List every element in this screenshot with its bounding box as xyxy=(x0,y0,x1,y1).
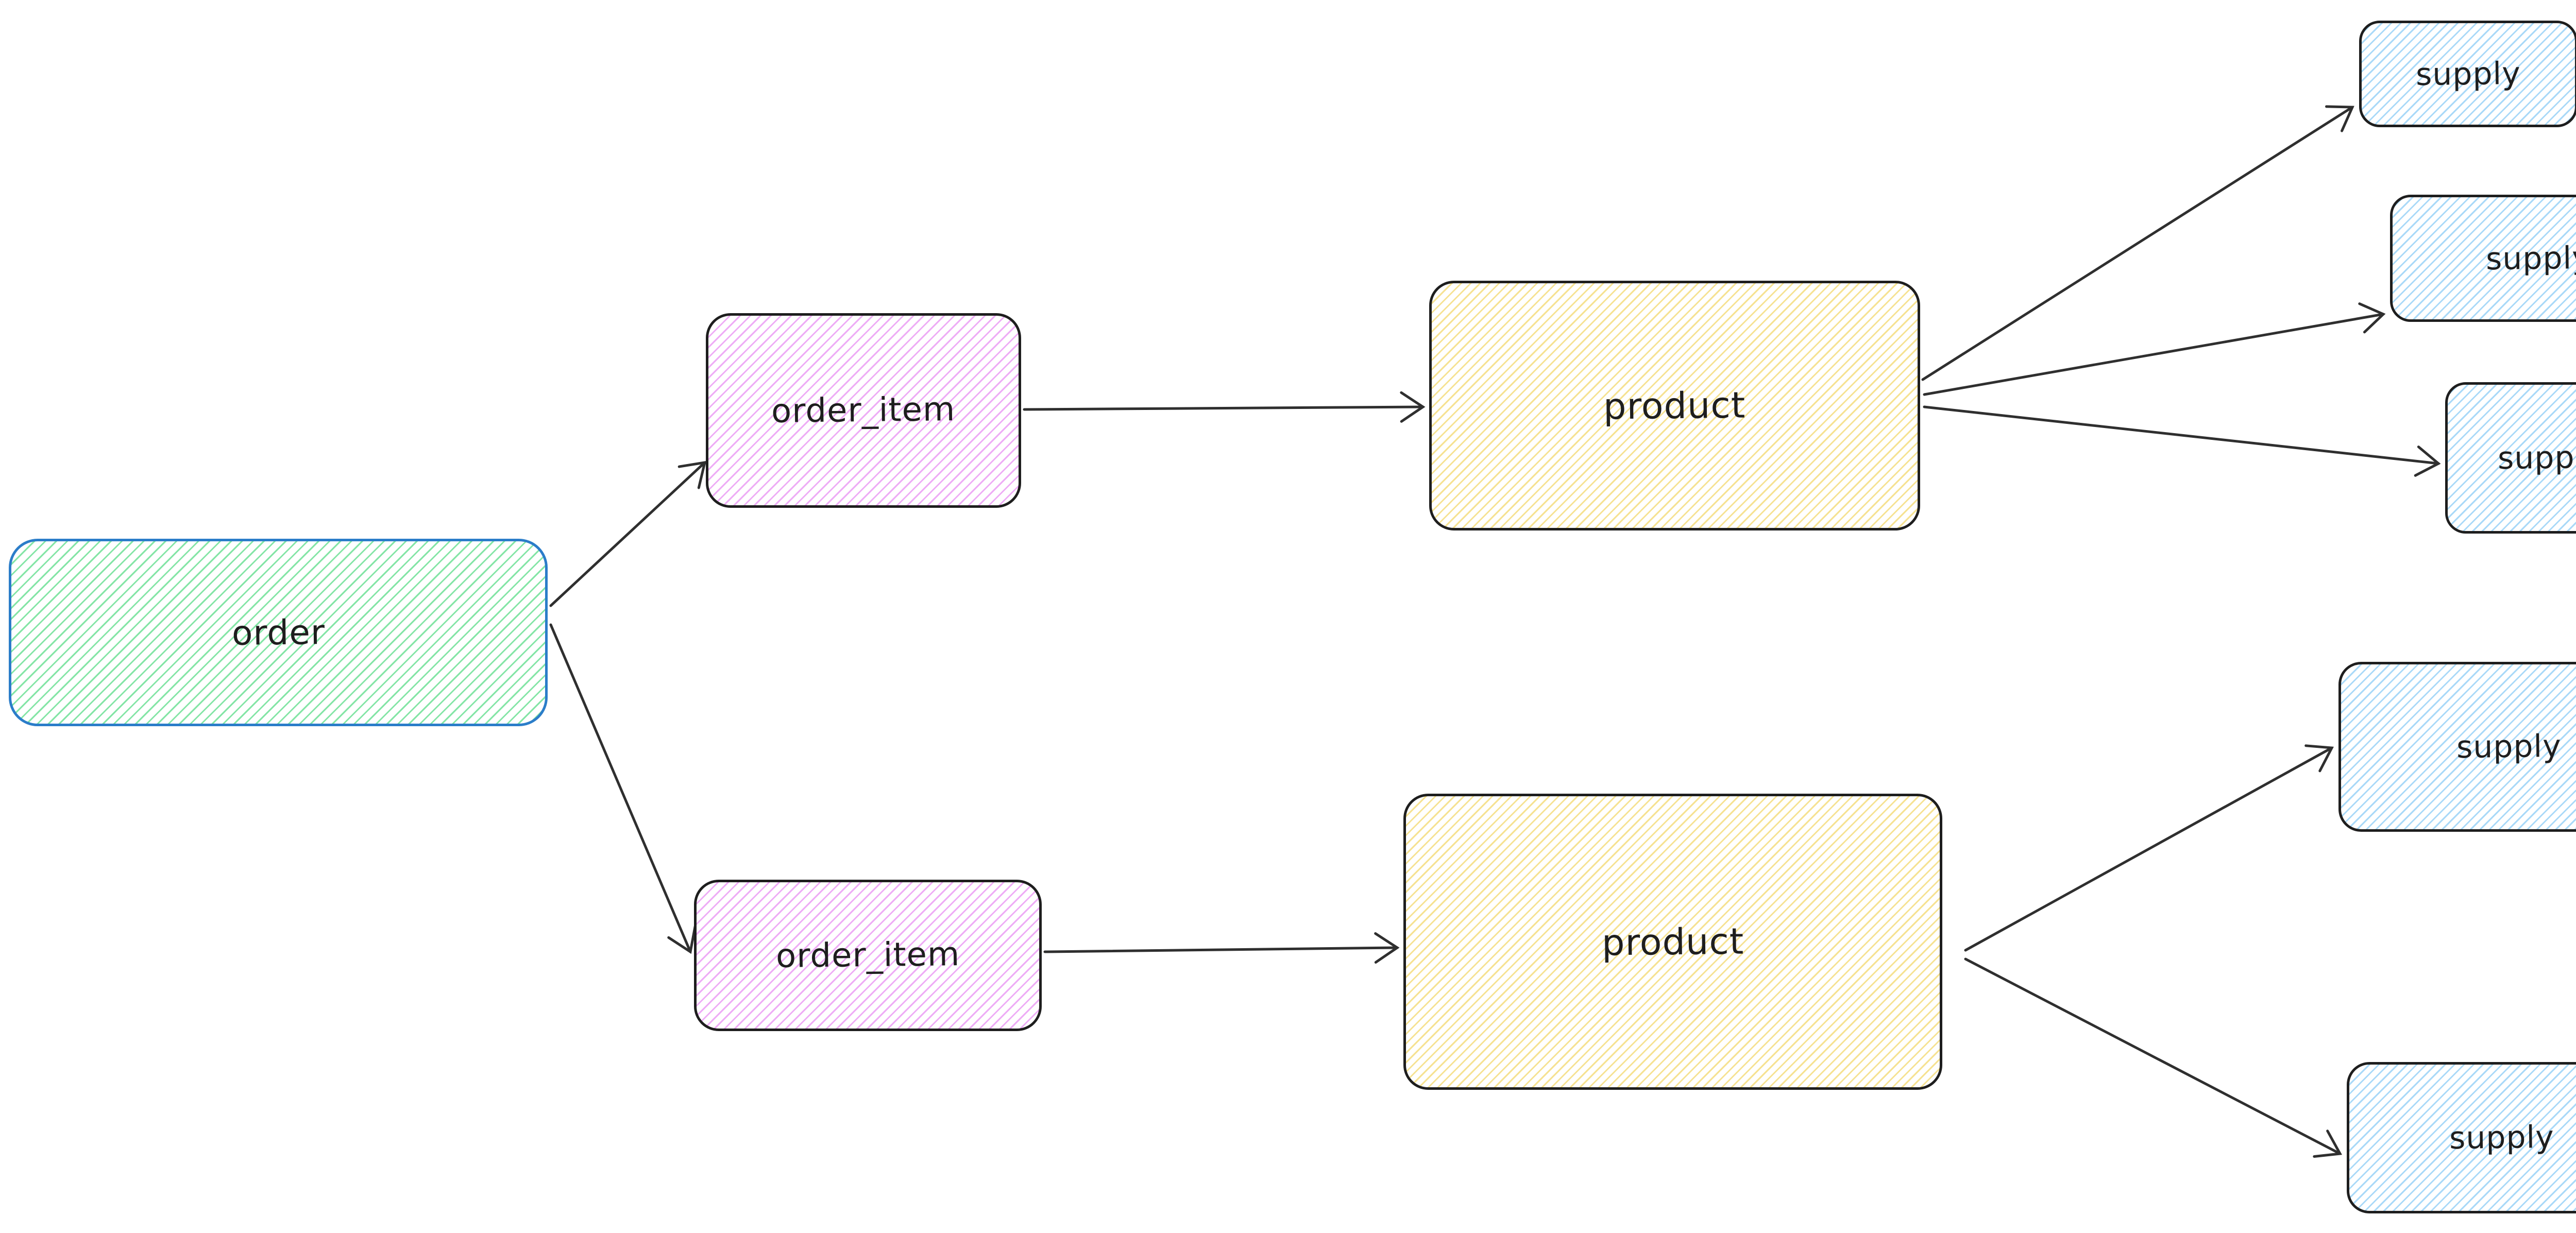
edge-order-to-order-item-1[interactable] xyxy=(549,460,707,607)
node-supply-2[interactable]: supply xyxy=(2390,195,2576,322)
node-supply-1[interactable]: supply xyxy=(2359,21,2576,127)
node-supply-5-label: supply xyxy=(2449,1119,2555,1157)
node-supply-4[interactable]: supply xyxy=(2338,662,2576,832)
node-supply-2-label: supply xyxy=(2485,239,2576,277)
node-product-1[interactable]: product xyxy=(1429,281,1920,530)
node-product-1-label: product xyxy=(1603,384,1747,427)
edge-order-to-order-item-2[interactable] xyxy=(549,623,697,954)
edge-product-1-to-supply-2[interactable] xyxy=(1923,302,2386,396)
node-supply-4-label: supply xyxy=(2456,728,2562,766)
edge-order-item-2-to-product-2[interactable] xyxy=(1043,932,1400,964)
node-order[interactable]: order xyxy=(9,539,548,726)
edge-product-1-to-supply-3[interactable] xyxy=(1923,405,2441,477)
edge-order-item-1-to-product-1[interactable] xyxy=(1023,391,1426,423)
node-order-item-2-label: order_item xyxy=(775,935,960,975)
node-order-item-2[interactable]: order_item xyxy=(694,880,1042,1031)
node-order-label: order xyxy=(231,612,325,653)
node-supply-5[interactable]: supply xyxy=(2347,1062,2576,1213)
edge-product-1-to-supply-1[interactable] xyxy=(1921,105,2354,381)
node-supply-3-label: supply xyxy=(2497,439,2576,477)
edge-product-2-to-supply-5[interactable] xyxy=(1964,957,2342,1158)
node-order-item-1[interactable]: order_item xyxy=(706,313,1021,508)
node-product-2[interactable]: product xyxy=(1403,794,1942,1090)
node-supply-3[interactable]: supply xyxy=(2445,382,2576,534)
node-product-2-label: product xyxy=(1601,920,1744,964)
node-order-item-1-label: order_item xyxy=(771,390,956,431)
edge-product-2-to-supply-4[interactable] xyxy=(1964,744,2334,952)
node-supply-1-label: supply xyxy=(2415,55,2521,93)
